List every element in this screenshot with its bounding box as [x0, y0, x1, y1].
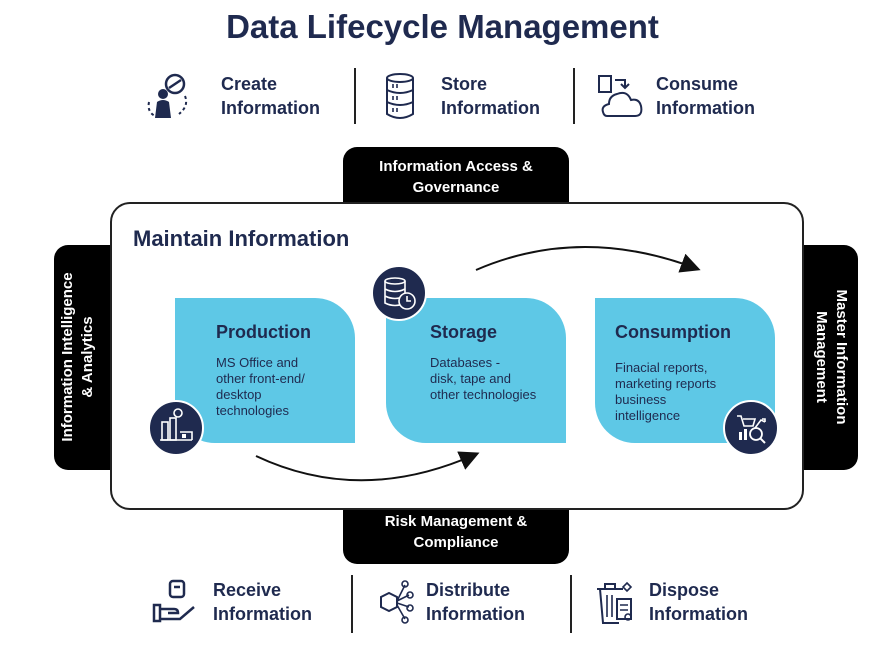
- production-line: desktop: [216, 387, 262, 402]
- consumption-line: intelligence: [615, 408, 681, 423]
- risk-compliance-line2: Compliance: [413, 534, 499, 551]
- storage-line: disk, tape and: [430, 371, 511, 386]
- production-line: MS Office and: [216, 355, 299, 370]
- consumption-text: Finacial reports, marketing reports busi…: [615, 360, 716, 424]
- hand-receive-icon: [152, 579, 195, 623]
- production-text: MS Office and other front-end/ desktop t…: [216, 355, 305, 419]
- storage-title: Storage: [430, 322, 498, 342]
- store-label-1: Store: [441, 74, 488, 94]
- store-label-2: Information: [441, 98, 540, 118]
- consumption-title: Consumption: [615, 322, 731, 342]
- database-icon: [386, 73, 414, 119]
- separator: [573, 68, 575, 124]
- access-governance-tab: Information Access & Governance: [343, 147, 569, 207]
- maintain-information-title: Maintain Information: [133, 226, 350, 251]
- consumption-line: Finacial reports,: [615, 360, 708, 375]
- network-distribute-icon: [380, 580, 414, 624]
- separator: [354, 68, 356, 124]
- create-information-item: Create Information: [145, 72, 320, 120]
- receive-label-2: Information: [213, 604, 312, 624]
- distribute-label-1: Distribute: [426, 580, 511, 600]
- create-label-1: Create: [221, 74, 278, 94]
- risk-compliance-line1: Risk Management &: [384, 513, 528, 530]
- cloud-sync-icon: [598, 75, 643, 117]
- separator: [570, 575, 572, 633]
- production-line: other front-end/: [216, 371, 305, 386]
- analytics-search-icon: [723, 400, 779, 456]
- store-information-item: Store Information: [385, 72, 540, 120]
- arrow-storage-to-consumption: [475, 246, 701, 273]
- separator: [351, 575, 353, 633]
- storage-line: other technologies: [430, 387, 537, 402]
- create-label-2: Information: [221, 98, 320, 118]
- storage-card: [386, 298, 566, 443]
- factory-icon: [148, 400, 204, 456]
- page-title: Data Lifecycle Management: [226, 8, 659, 45]
- consumption-line: marketing reports: [615, 376, 717, 391]
- access-governance-line2: Governance: [412, 179, 500, 196]
- create-info-icon: [147, 73, 188, 118]
- trash-dispose-icon: [597, 581, 633, 624]
- production-line: technologies: [216, 403, 289, 418]
- receive-label-1: Receive: [213, 580, 282, 600]
- receive-information-item: Receive Information: [152, 578, 312, 626]
- production-card: [175, 298, 355, 443]
- production-title: Production: [216, 322, 311, 342]
- storage-text: Databases - disk, tape and other technol…: [430, 355, 536, 403]
- consume-label-2: Information: [656, 98, 755, 118]
- dispose-label-1: Dispose: [649, 580, 720, 600]
- database-clock-icon: [371, 265, 427, 321]
- dispose-information-item: Dispose Information: [595, 578, 748, 626]
- arrow-production-to-storage: [255, 451, 480, 482]
- risk-compliance-tab: Risk Management & Compliance: [343, 500, 569, 564]
- consume-information-item: Consume Information: [597, 72, 755, 120]
- consumption-line: business: [615, 392, 667, 407]
- access-governance-line1: Information Access &: [379, 158, 533, 175]
- consume-label-1: Consume: [656, 74, 739, 94]
- storage-line: Databases -: [430, 355, 501, 370]
- dispose-label-2: Information: [649, 604, 748, 624]
- distribute-information-item: Distribute Information: [375, 578, 525, 626]
- distribute-label-2: Information: [426, 604, 525, 624]
